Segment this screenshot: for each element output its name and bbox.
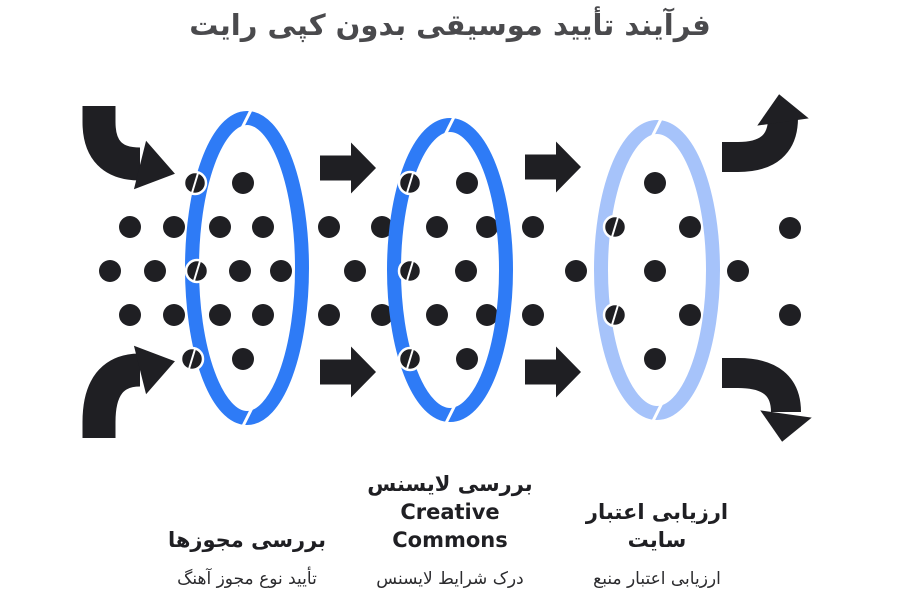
music-track-dot — [232, 172, 254, 194]
music-track-dot — [644, 348, 666, 370]
music-track-dot — [779, 217, 801, 239]
music-track-dot — [522, 216, 544, 238]
music-track-dot — [371, 216, 393, 238]
dot-seam-line — [192, 259, 202, 283]
flow-in-bottom-left-arrow-icon — [82, 353, 142, 438]
flow-right-arrow-icon — [320, 346, 376, 398]
page-title: فرآیند تأیید موسیقی بدون کپی رایت — [189, 8, 711, 42]
step-subtitle: درک شرایط لایسنس — [376, 569, 524, 589]
music-track-dot — [644, 260, 666, 282]
music-track-dot — [679, 304, 701, 326]
music-track-dot — [476, 216, 498, 238]
flow-out-top-right-arrow-icon-head — [757, 94, 809, 126]
ring-seam-bottom — [650, 402, 664, 424]
music-track-dot — [119, 216, 141, 238]
dot-seam-line — [405, 259, 415, 283]
ring-seam-top — [240, 107, 254, 129]
step-label-permits: بررسی مجوزها تأیید نوع مجوز آهنگ — [122, 526, 372, 591]
flow-out-top-right-arrow-icon — [722, 117, 798, 172]
step-title: ارزیابی اعتبار سایت — [585, 500, 729, 552]
music-track-dot — [119, 304, 141, 326]
music-track-dot — [779, 304, 801, 326]
dot-seam-line — [610, 303, 620, 327]
dot-seam-line — [405, 171, 415, 195]
music-track-dot — [163, 304, 185, 326]
step-subtitle: ارزیابی اعتبار منبع — [593, 569, 721, 589]
music-track-dot — [426, 216, 448, 238]
ring-seam-bottom — [240, 407, 254, 429]
music-track-dot — [270, 260, 292, 282]
music-track-dot — [229, 260, 251, 282]
music-track-dot — [522, 304, 544, 326]
music-track-dot — [232, 348, 254, 370]
flow-right-arrow-icon — [525, 346, 581, 398]
dot-seam-line — [405, 347, 415, 371]
flow-in-bottom-left-arrow-icon-head — [133, 345, 175, 395]
music-track-dot — [679, 216, 701, 238]
step-title: بررسی لایسنس Creative Commons — [367, 472, 533, 552]
step-subtitle: تأیید نوع مجوز آهنگ — [177, 569, 317, 589]
music-track-dot — [209, 304, 231, 326]
music-track-dot — [252, 216, 274, 238]
music-track-dot — [99, 260, 121, 282]
dot-seam-line — [190, 171, 200, 195]
ring-seam-top — [650, 116, 664, 138]
music-track-dot — [426, 304, 448, 326]
dot-seam-line — [610, 215, 620, 239]
music-track-dot — [318, 304, 340, 326]
music-track-dot — [318, 216, 340, 238]
flow-out-bottom-right-arrow-icon — [722, 358, 801, 414]
music-track-dot — [344, 260, 366, 282]
step-label-creative-commons: بررسی لایسنس Creative Commons درک شرایط … — [325, 470, 575, 591]
music-track-dot — [456, 348, 478, 370]
music-track-dot — [455, 260, 477, 282]
flow-in-top-left-arrow-icon-head — [133, 140, 175, 190]
music-track-dot — [252, 304, 274, 326]
dot-seam-line — [187, 347, 197, 371]
step-title: بررسی مجوزها — [167, 528, 327, 552]
music-track-dot — [144, 260, 166, 282]
step-label-site-credibility: ارزیابی اعتبار سایت ارزیابی اعتبار منبع — [532, 498, 782, 591]
ring-seam-bottom — [443, 404, 457, 426]
ring-seam-top — [443, 114, 457, 136]
music-track-dot — [565, 260, 587, 282]
music-track-dot — [456, 172, 478, 194]
flow-right-arrow-icon — [320, 142, 376, 194]
music-track-dot — [727, 260, 749, 282]
flow-in-top-left-arrow-icon — [82, 106, 141, 181]
music-track-dot — [476, 304, 498, 326]
flow-out-bottom-right-arrow-icon-head — [760, 410, 812, 442]
music-track-dot — [371, 304, 393, 326]
flow-right-arrow-icon — [525, 141, 581, 193]
music-track-dot — [163, 216, 185, 238]
music-track-dot — [644, 172, 666, 194]
music-track-dot — [209, 216, 231, 238]
